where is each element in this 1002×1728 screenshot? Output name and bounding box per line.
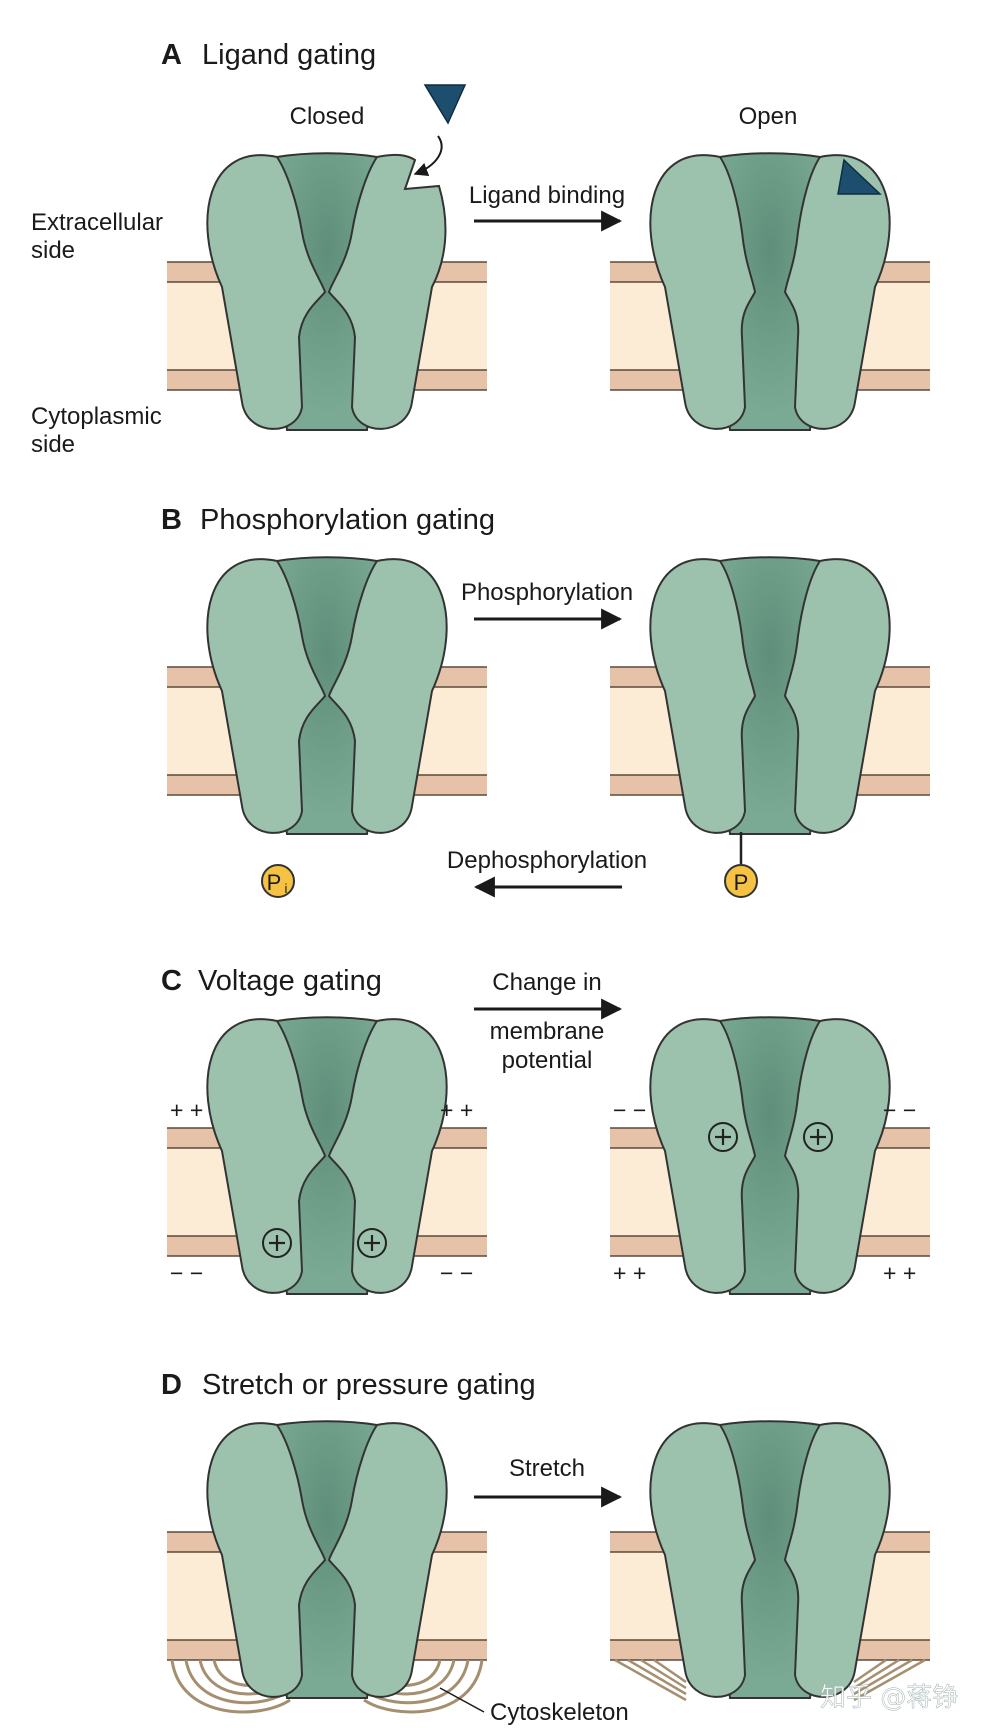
cytoskeleton-open [614,1658,926,1702]
open-bottom-left-sign: + + [613,1260,646,1286]
ligand-approach-arrow [413,135,443,177]
channel-b-closed [206,556,448,835]
panel-c-letter: C [161,965,182,997]
panel-d: D Stretch or pressure gating [161,1369,931,1726]
pi-subscript: i [285,881,288,896]
channel-d-open [649,1420,891,1699]
change-in-label: Change in [492,969,601,996]
extracellular-label-line2: side [31,237,75,264]
ligand-triangle-free [423,84,467,125]
open-top-right-sign: − − [883,1097,916,1123]
phosphate-attached: P [724,864,758,898]
open-top-left-sign: − − [613,1097,646,1123]
stretch-label: Stretch [509,1455,585,1482]
open-label: Open [739,103,798,130]
watermark: 知乎 @蒋铮 [820,1683,958,1713]
panel-a-title: Ligand gating [202,39,376,71]
phosphate-released: P i [261,864,295,898]
channel-c-open [649,1016,891,1295]
closed-label: Closed [290,103,365,130]
panel-d-letter: D [161,1369,182,1401]
panel-b: B Phosphorylation gating Phosphorylation… [161,504,931,898]
cytoskeleton-leader-line [439,1687,485,1713]
cytoplasmic-label-line2: side [31,431,75,458]
channel-a-closed [206,152,447,431]
channel-b-open [649,556,891,835]
closed-top-left-sign: + + [170,1097,203,1123]
panel-d-title: Stretch or pressure gating [202,1369,536,1401]
channel-c-closed [206,1016,448,1295]
cytoplasmic-label-line1: Cytoplasmic [31,403,162,430]
ligand-binding-label: Ligand binding [469,182,625,209]
membrane-label: membrane [490,1018,605,1045]
cytoskeleton-label: Cytoskeleton [490,1699,629,1726]
open-bottom-right-sign: + + [883,1260,916,1286]
channel-a-open [649,152,891,431]
dephosphorylation-label: Dephosphorylation [447,847,647,874]
panel-b-letter: B [161,504,182,536]
channel-d-closed [206,1420,448,1699]
panel-a: A Ligand gating Extracellular side Cytop… [31,39,931,458]
closed-top-right-sign: + + [440,1097,473,1123]
closed-bottom-left-sign: − − [170,1260,203,1286]
panel-c-title: Voltage gating [198,965,382,997]
panel-a-letter: A [161,39,182,71]
extracellular-label-line1: Extracellular [31,209,163,236]
pi-label: P [267,870,282,895]
p-label: P [734,870,749,895]
phosphorylation-label: Phosphorylation [461,579,633,606]
panel-b-title: Phosphorylation gating [200,504,495,536]
potential-label: potential [502,1047,593,1074]
panel-c: C Voltage gating Change in membrane pote… [161,965,931,1295]
closed-bottom-right-sign: − − [440,1260,473,1286]
ligand-triangle-bound [837,158,882,195]
